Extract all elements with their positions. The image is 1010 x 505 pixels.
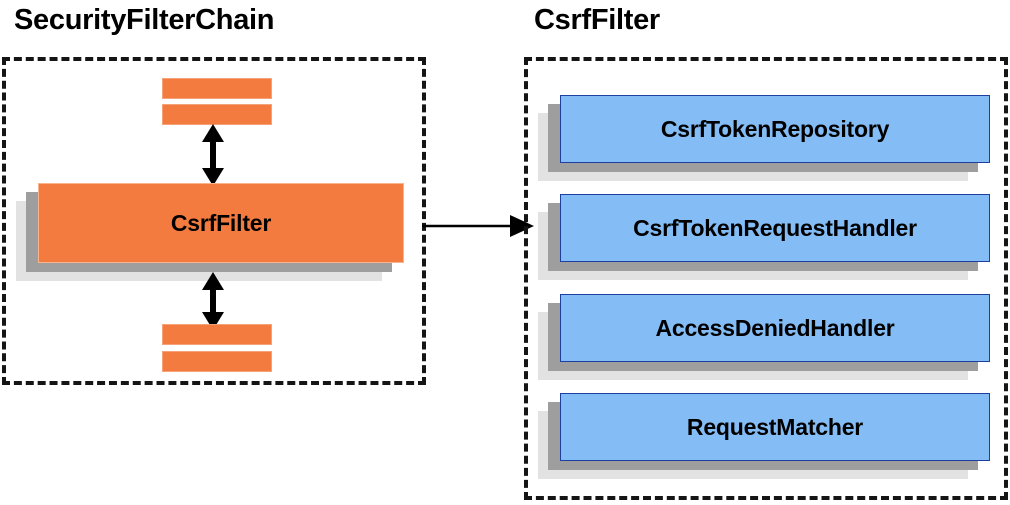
filter-bar-top-1 — [162, 78, 272, 99]
csrf-filter-card[interactable]: CsrfFilter — [16, 183, 404, 281]
csrf-filter-label: CsrfFilter — [170, 209, 272, 236]
csrf-filter-card-face[interactable]: CsrfFilter — [38, 183, 404, 263]
csrf-filter-internals-container — [524, 57, 1008, 500]
component-label: CsrfTokenRequestHandler — [633, 214, 917, 241]
left-panel-title: SecurityFilterChain — [14, 4, 275, 36]
component-label: AccessDeniedHandler — [655, 314, 895, 341]
component-card-face[interactable]: CsrfTokenRepository — [560, 95, 990, 163]
filter-bar-top-2 — [162, 104, 272, 125]
component-card-face[interactable]: AccessDeniedHandler — [560, 294, 990, 362]
security-filter-chain-container — [2, 57, 426, 385]
filter-bar-bottom-2 — [162, 351, 272, 372]
connector-arrow-below — [202, 272, 224, 330]
component-card-csrf-token-repository[interactable]: CsrfTokenRepository — [538, 95, 990, 181]
right-panel-title: CsrfFilter — [534, 4, 660, 36]
component-card-face[interactable]: CsrfTokenRequestHandler — [560, 194, 990, 262]
filter-bar-bottom-1 — [162, 324, 272, 345]
component-card-face[interactable]: RequestMatcher — [560, 393, 990, 461]
component-card-request-matcher[interactable]: RequestMatcher — [538, 393, 990, 479]
component-label: CsrfTokenRepository — [660, 115, 890, 142]
component-card-access-denied-handler[interactable]: AccessDeniedHandler — [538, 294, 990, 380]
component-card-csrf-token-request-handler[interactable]: CsrfTokenRequestHandler — [538, 194, 990, 280]
component-label: RequestMatcher — [686, 413, 864, 440]
expansion-arrow — [422, 215, 534, 237]
connector-arrow-above — [202, 124, 224, 186]
